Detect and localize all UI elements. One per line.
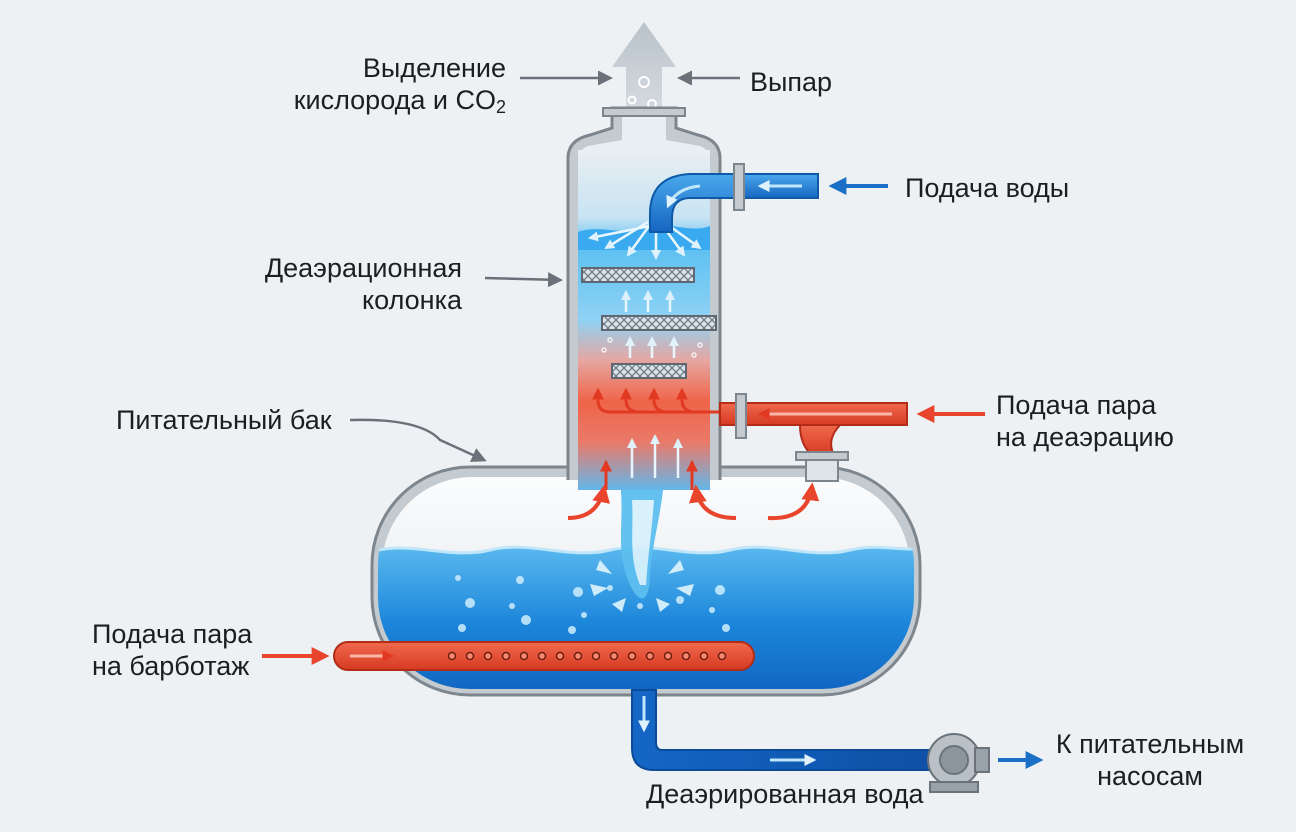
label-to-pumps-line2: насосам [1097, 761, 1203, 791]
tray-3 [611, 363, 687, 379]
label-steam-bubbling-line1: Подача пара [92, 619, 253, 649]
tank-bubbles [455, 575, 730, 634]
sparger-holes [447, 651, 727, 661]
tray-2 [601, 315, 717, 331]
label-oxygen-release: Выделение кислорода и CO2 [270, 52, 506, 123]
label-oxygen-release-line1: Выделение [362, 53, 506, 83]
label-co2-subscript: 2 [495, 97, 506, 117]
external-arrows [262, 70, 1044, 769]
outlet-pipe [631, 689, 949, 771]
pump [927, 733, 990, 793]
label-to-pumps: К питательным насосам [1050, 728, 1250, 792]
label-vapor: Выпар [750, 67, 833, 97]
label-oxygen-release-line2: кислорода и CO2 [293, 85, 506, 117]
water-flange [733, 163, 745, 211]
label-steam-deaeration-line2: на деаэрацию [996, 422, 1174, 452]
label-feed-tank: Питательный бак [116, 405, 332, 435]
label-column-line1: Деаэрационная [264, 253, 462, 283]
steam-flange [735, 393, 747, 439]
label-column-line2: колонка [362, 285, 462, 315]
label-column: Деаэрационная колонка [240, 252, 462, 316]
label-steam-bubbling: Подача пара на барботаж [92, 618, 252, 682]
tray-1 [581, 267, 695, 283]
label-water-supply: Подача воды [905, 173, 1070, 203]
label-deaerated-water: Деаэрированная вода [646, 779, 924, 809]
label-to-pumps-line1: К питательным [1055, 729, 1245, 759]
label-steam-deaeration: Подача пара на деаэрацию [996, 389, 1174, 453]
tank-steam-arrows [567, 482, 820, 521]
water-stream [590, 482, 694, 612]
label-steam-bubbling-line2: на барботаж [92, 651, 250, 681]
label-steam-deaeration-line1: Подача пара [996, 390, 1157, 420]
